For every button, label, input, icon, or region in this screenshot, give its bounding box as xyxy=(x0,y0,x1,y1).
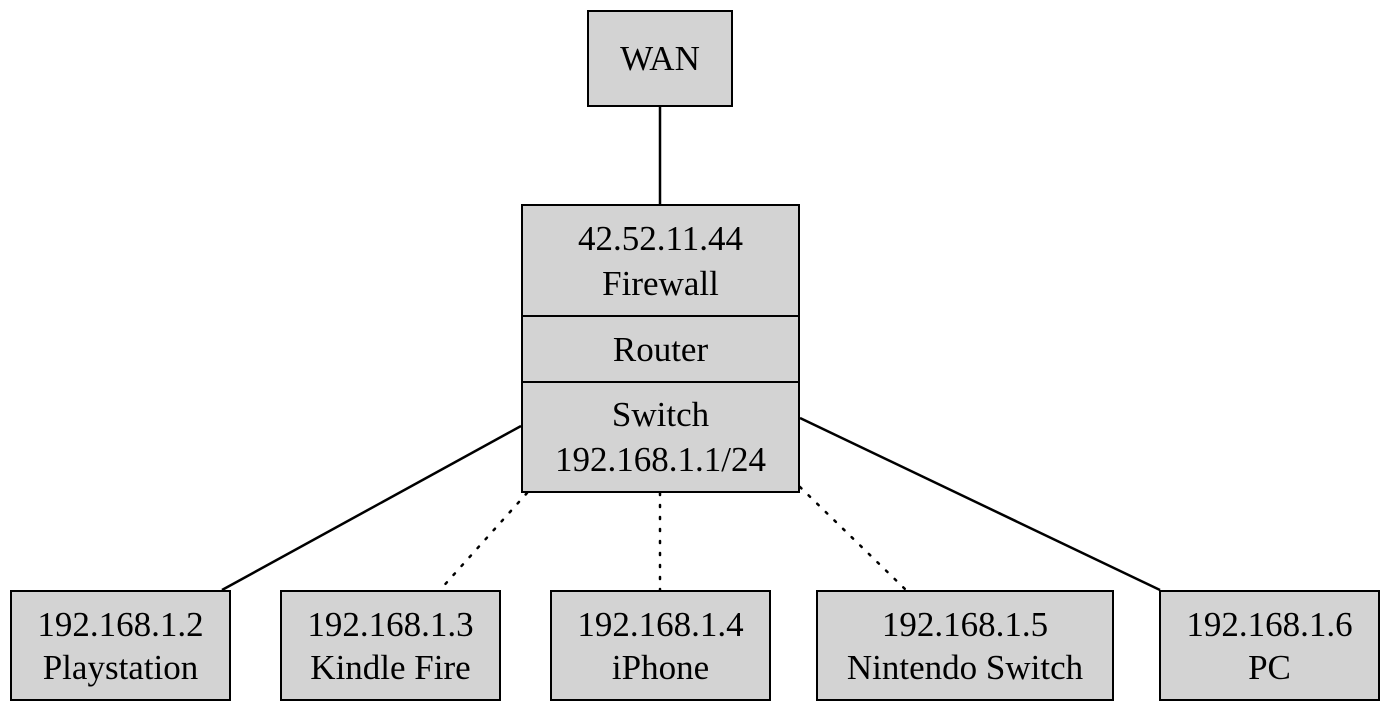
device-ip: 192.168.1.3 xyxy=(307,604,474,644)
device-name: Kindle Fire xyxy=(310,647,471,687)
device-name: Nintendo Switch xyxy=(846,647,1084,687)
wan-node: WAN xyxy=(587,10,733,107)
router-label: Router xyxy=(612,329,709,369)
device-name: PC xyxy=(1248,647,1291,687)
switch-subnet: 192.168.1.1/24 xyxy=(555,440,766,479)
device-node-iphone: 192.168.1.4 iPhone xyxy=(550,590,771,701)
wan-label: WAN xyxy=(620,39,700,78)
switch-label: Switch xyxy=(611,395,710,434)
firewall-label: Firewall xyxy=(602,263,719,303)
router-node: Router xyxy=(523,317,798,383)
device-node-nintendo-switch: 192.168.1.5 Nintendo Switch xyxy=(816,590,1114,701)
link-kindle-fire xyxy=(438,491,529,592)
switch-node: Switch 192.168.1.1/24 xyxy=(523,383,798,491)
device-ip: 192.168.1.4 xyxy=(577,604,744,644)
device-node-pc: 192.168.1.6 PC xyxy=(1159,590,1380,701)
firewall-node: 42.52.11.44 Firewall xyxy=(523,206,798,317)
firewall-ip: 42.52.11.44 xyxy=(578,218,743,258)
device-ip: 192.168.1.5 xyxy=(881,604,1049,644)
device-name: Playstation xyxy=(42,647,199,687)
device-ip: 192.168.1.2 xyxy=(37,604,204,644)
link-nintendo-switch xyxy=(798,485,908,592)
device-node-kindle-fire: 192.168.1.3 Kindle Fire xyxy=(280,590,501,701)
link-pc xyxy=(799,416,1161,592)
gateway-stack: 42.52.11.44 Firewall Router Switch 192.1… xyxy=(521,204,800,493)
link-playstation xyxy=(221,424,522,592)
device-ip: 192.168.1.6 xyxy=(1186,604,1353,644)
device-name: iPhone xyxy=(611,647,710,687)
device-node-playstation: 192.168.1.2 Playstation xyxy=(10,590,231,701)
